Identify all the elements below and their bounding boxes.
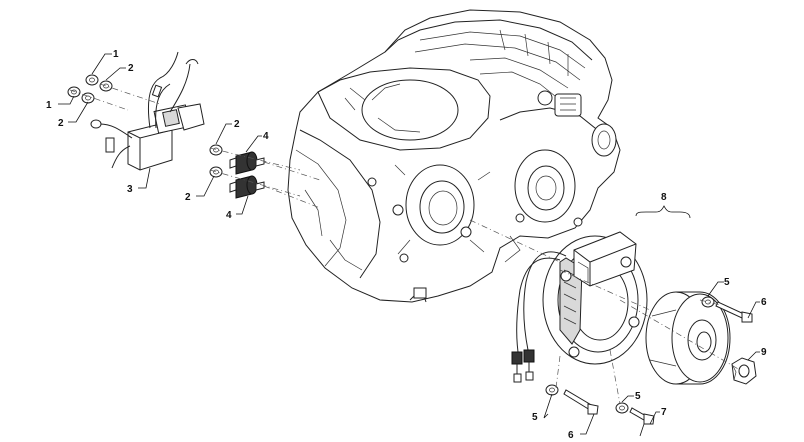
callout-2: 2 — [58, 118, 64, 129]
callout-2: 2 — [185, 192, 191, 203]
callout-leaders — [58, 53, 760, 437]
callout-4: 4 — [263, 131, 269, 142]
callout-4: 4 — [226, 210, 232, 221]
flywheel-nut — [731, 357, 757, 385]
callout-1: 1 — [113, 49, 119, 60]
nut-washer-group-left — [67, 74, 113, 104]
screw-washer-bottom-right — [615, 402, 655, 425]
callout-labels: 1 2 1 2 3 2 4 2 4 8 5 6 9 5 5 7 6 — [46, 49, 767, 441]
callout-5: 5 — [724, 277, 730, 288]
callout-6: 6 — [761, 297, 767, 308]
ignition-unit — [90, 51, 205, 171]
flywheel — [645, 291, 731, 385]
callout-2: 2 — [128, 63, 134, 74]
rubber-mounts — [209, 144, 265, 199]
callout-9: 9 — [761, 347, 767, 358]
callout-bracket-8 — [635, 205, 691, 219]
stator-assembly — [511, 231, 648, 383]
callout-6: 6 — [568, 430, 574, 441]
callout-7: 7 — [661, 407, 667, 418]
assembly-lines — [69, 83, 741, 405]
bolt-washer-bottom-left — [545, 384, 599, 415]
engine-crankcase — [287, 9, 621, 303]
callout-5: 5 — [532, 412, 538, 423]
callout-8: 8 — [661, 192, 667, 203]
callout-2: 2 — [234, 119, 240, 130]
callout-3: 3 — [127, 184, 133, 195]
bolt-washer-right — [701, 296, 753, 323]
callout-1: 1 — [46, 100, 52, 111]
callout-5: 5 — [635, 391, 641, 402]
